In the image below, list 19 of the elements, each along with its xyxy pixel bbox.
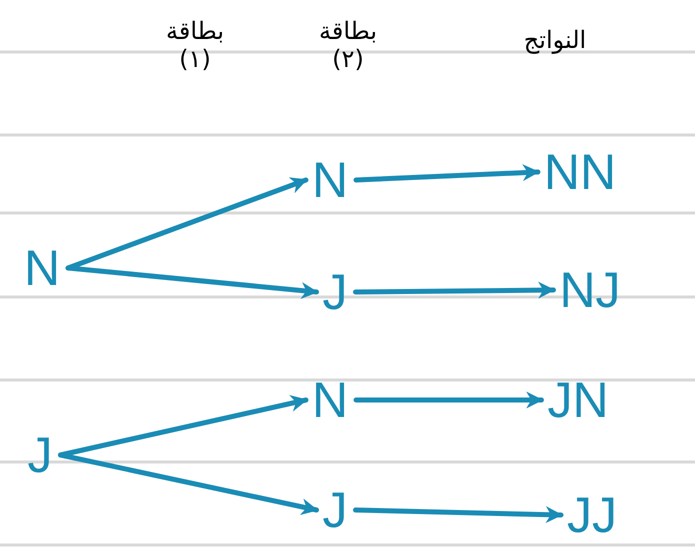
letter-text: J [24,428,56,482]
arrow [353,282,556,299]
column-heading: بطاقة (١) [164,17,226,73]
arrow [354,164,540,182]
letter-text: N [20,241,64,295]
column-heading: بطاقة (٢) [318,17,378,73]
column-heading: النواتج [522,26,588,54]
outcome-text: JN [543,373,613,427]
letter-text: N [308,153,352,207]
arrow [354,392,544,408]
letter-text: J [318,265,352,319]
outcome-text: NN [540,145,620,199]
arrow [66,266,319,299]
arrow [353,506,564,524]
letter-text: N [308,373,352,427]
arrow [58,452,319,516]
letter-text: J [318,483,352,537]
outcome-text: JJ [563,488,621,542]
outcome-text: NJ [555,263,625,317]
